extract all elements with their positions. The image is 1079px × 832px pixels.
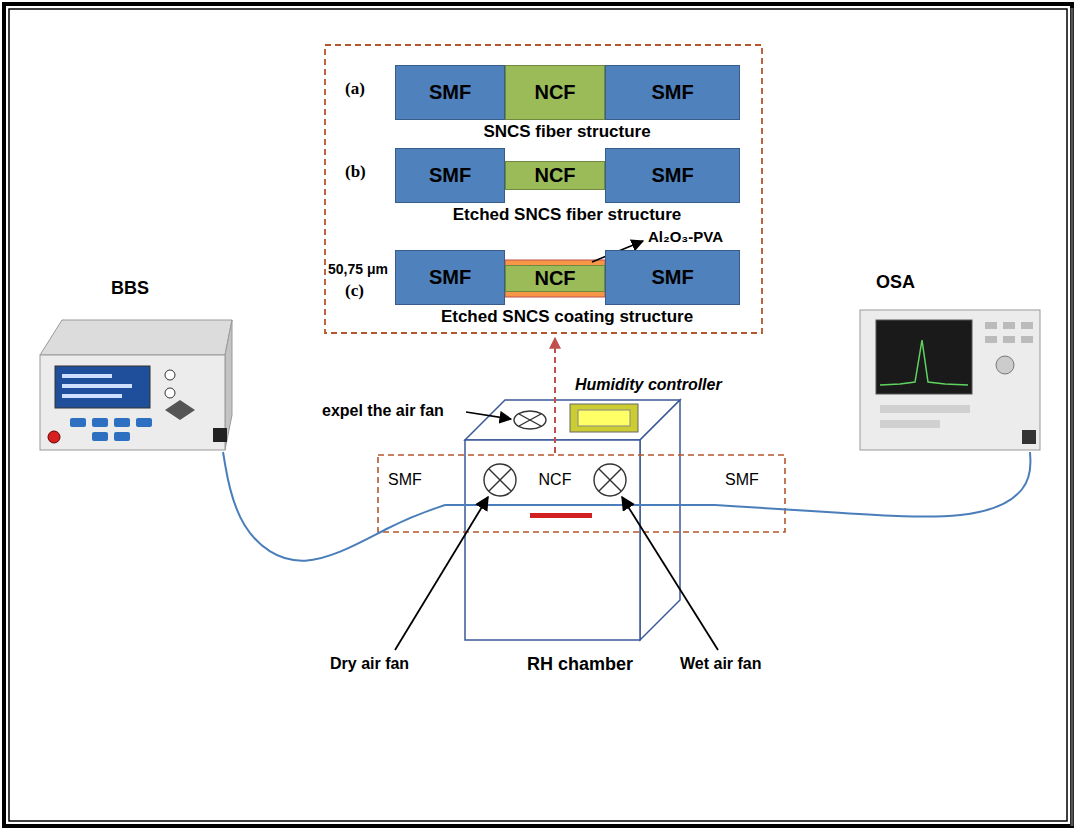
fiber-part-label: SMF [725, 471, 759, 489]
panel-letter: (b) [345, 163, 366, 182]
node-text: NCF [534, 81, 575, 104]
fan-symbol [594, 464, 626, 496]
ncf-etched-segment: NCF [505, 161, 605, 190]
fan-symbol [514, 411, 546, 429]
leader-arrow [395, 497, 488, 650]
fiber-part-label: NCF [539, 471, 572, 489]
smf-segment: SMF [605, 250, 740, 305]
node-text: SMF [429, 164, 471, 187]
structure-caption: Etched SNCS coating structure [441, 308, 693, 327]
node-text: SMF [429, 81, 471, 104]
structure-caption: Etched SNCS fiber structure [453, 206, 682, 225]
node-text: SMF [651, 81, 693, 104]
broadband-source-device [40, 320, 232, 450]
smf-segment: SMF [395, 148, 505, 203]
smf-segment: SMF [395, 250, 505, 305]
rh-chamber: RH chamber [445, 372, 715, 675]
fiber-strip-box [378, 455, 785, 532]
fan-label: expel the air fan [322, 402, 444, 420]
optical-fiber [715, 452, 1030, 517]
bbs-device: BBS [25, 278, 235, 452]
ncf-segment: NCF [505, 65, 605, 120]
node-text: SMF [651, 266, 693, 289]
node-text: NCF [534, 267, 575, 290]
coating-label: Al₂O₃-PVA [648, 229, 723, 246]
ncf-sensor-bar [530, 513, 592, 518]
frame-outer [4, 4, 1072, 826]
panel-letter: (a) [345, 80, 365, 99]
zoom-arrow [554, 338, 556, 453]
frame-inner [9, 9, 1067, 821]
fan-symbol [484, 464, 516, 496]
coating-layer [505, 260, 605, 297]
humidity-controller-box [570, 404, 638, 432]
panel-letter: (c) [345, 282, 364, 301]
leader-arrow [466, 412, 511, 419]
node-text: SMF [651, 164, 693, 187]
rh-chamber-cube [465, 400, 680, 640]
smf-segment: SMF [605, 65, 740, 120]
leader-arrow [622, 497, 718, 650]
node-text: SMF [429, 266, 471, 289]
optical-spectrum-analyzer-device [860, 310, 1040, 450]
controller-label: Humidity controller [575, 376, 722, 394]
optical-fiber [223, 452, 445, 561]
frame-shadow [1071, 8, 1074, 826]
node-text: RH chamber [527, 654, 633, 675]
ncf-coated-segment: NCF [505, 265, 605, 292]
structure-caption: SNCS fiber structure [483, 123, 650, 142]
fiber-segment [445, 504, 715, 506]
fan-label: Wet air fan [680, 655, 762, 673]
node-text: BBS [111, 278, 149, 299]
fan-label: Dry air fan [330, 655, 409, 673]
node-text: NCF [534, 164, 575, 187]
inset-box [325, 45, 762, 333]
node-text: OSA [876, 272, 915, 293]
dimension-label: 50,75 μm [328, 262, 388, 277]
smf-segment: SMF [395, 65, 505, 120]
osa-device: OSA [848, 272, 1048, 452]
smf-segment: SMF [605, 148, 740, 203]
fiber-part-label: SMF [388, 471, 422, 489]
